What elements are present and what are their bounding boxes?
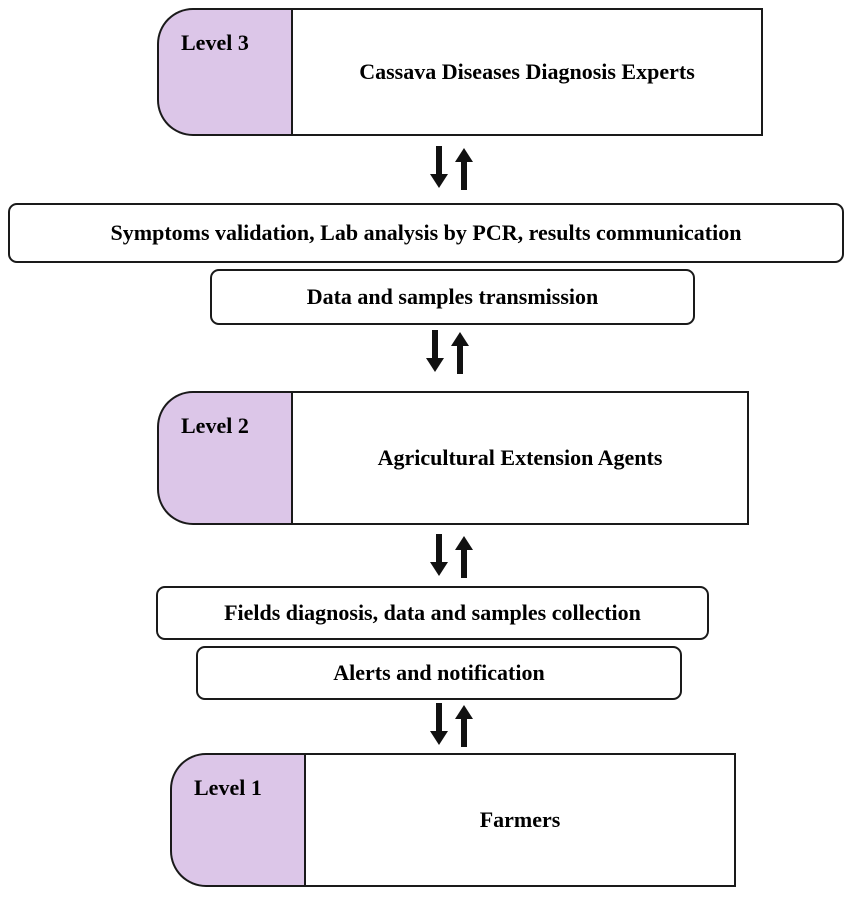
level-3-block: Level 3 Cassava Diseases Diagnosis Exper… (157, 8, 763, 136)
level-2-label: Level 2 (181, 413, 249, 438)
flow-data-transmission-text: Data and samples transmission (306, 284, 599, 309)
level-2-title: Agricultural Extension Agents (377, 445, 663, 470)
level-2-title-box: Agricultural Extension Agents (291, 391, 749, 525)
flow-symptoms-validation-text: Symptoms validation, Lab analysis by PCR… (110, 220, 742, 245)
level-1-block: Level 1 Farmers (170, 753, 736, 887)
level-3-title: Cassava Diseases Diagnosis Experts (359, 59, 695, 84)
level-1-label: Level 1 (194, 775, 262, 800)
level-2-block: Level 2 Agricultural Extension Agents (157, 391, 749, 525)
flow-fields-diagnosis-text: Fields diagnosis, data and samples colle… (224, 600, 641, 625)
level-1-title-box: Farmers (304, 753, 736, 887)
double-vertical-arrow-icon (430, 534, 473, 578)
level-3-label: Level 3 (181, 30, 249, 55)
double-vertical-arrow-icon (430, 703, 473, 747)
level-2-tab: Level 2 (157, 391, 307, 525)
double-vertical-arrow-icon (430, 146, 473, 190)
flow-fields-diagnosis: Fields diagnosis, data and samples colle… (156, 586, 709, 640)
flow-alerts-notification: Alerts and notification (196, 646, 682, 700)
level-1-title: Farmers (479, 807, 561, 832)
flow-symptoms-validation: Symptoms validation, Lab analysis by PCR… (8, 203, 844, 263)
level-1-tab: Level 1 (170, 753, 320, 887)
flow-data-transmission: Data and samples transmission (210, 269, 695, 325)
level-3-title-box: Cassava Diseases Diagnosis Experts (291, 8, 763, 136)
level-3-tab: Level 3 (157, 8, 307, 136)
flow-alerts-notification-text: Alerts and notification (333, 660, 545, 685)
double-vertical-arrow-icon (426, 330, 469, 374)
